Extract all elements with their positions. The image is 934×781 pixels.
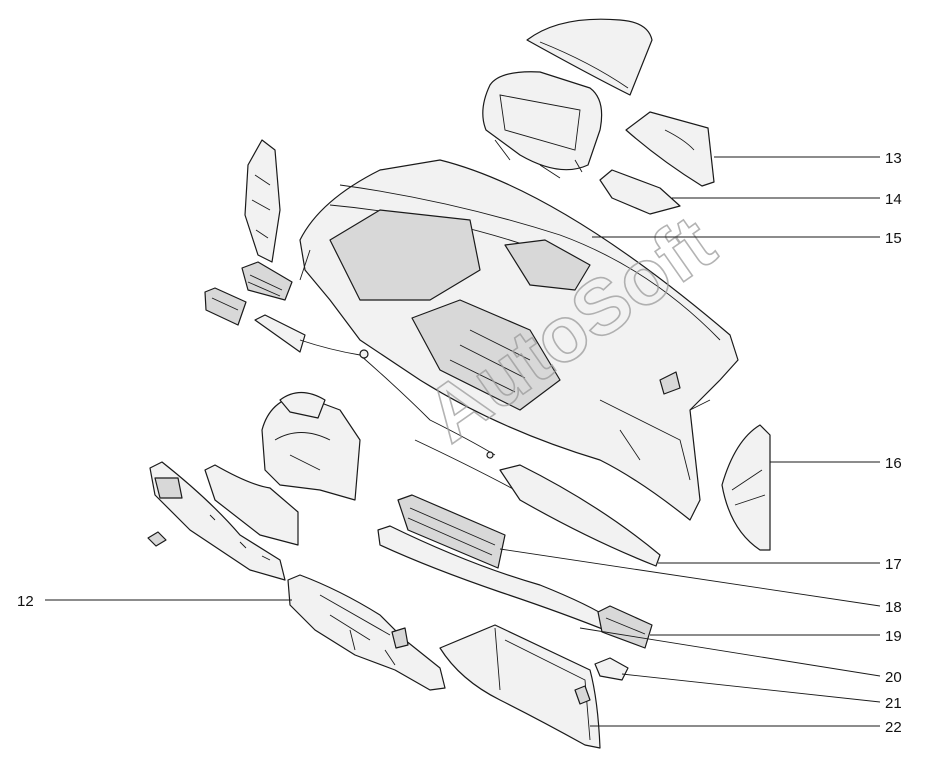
left-air-vent <box>241 261 293 301</box>
cluster-hood-frame <box>482 71 603 179</box>
center-lower-trim <box>414 439 661 567</box>
dashboard-main-panel <box>299 159 739 521</box>
a-pillar-trim <box>254 314 306 353</box>
lower-dash-bracket <box>287 574 446 691</box>
callout-13: 13 <box>885 150 902 167</box>
callout-labels: 12 13 14 15 16 17 18 19 20 21 22 <box>17 150 902 736</box>
driver-knee-bolster <box>204 464 299 546</box>
leader-18 <box>499 548 881 607</box>
callout-12: 12 <box>17 593 34 610</box>
small-clip-part <box>147 531 167 547</box>
lower-left-trim-strip <box>149 461 286 581</box>
callout-14: 14 <box>885 191 902 208</box>
callout-17: 17 <box>885 556 902 573</box>
callout-22: 22 <box>885 719 902 736</box>
cluster-rear-trim <box>625 111 715 187</box>
steering-column-shroud <box>261 391 361 501</box>
callout-15: 15 <box>885 230 902 247</box>
right-air-vent <box>597 605 653 649</box>
leader-20 <box>579 627 881 677</box>
callout-18: 18 <box>885 599 902 616</box>
center-vent-assembly <box>397 494 506 569</box>
callout-21: 21 <box>885 695 902 712</box>
callout-20: 20 <box>885 669 902 686</box>
cluster-glass-cover <box>526 18 653 96</box>
right-side-panel <box>721 424 771 551</box>
left-outer-vent <box>204 287 247 326</box>
cluster-lower-trim <box>599 169 681 215</box>
callout-16: 16 <box>885 455 902 472</box>
leader-21 <box>621 673 881 703</box>
left-side-panel <box>244 139 281 263</box>
callout-19: 19 <box>885 628 902 645</box>
leader-lines <box>45 156 881 727</box>
wiring-harness <box>299 339 496 459</box>
glove-box-damper <box>594 657 629 681</box>
glove-box <box>439 624 601 749</box>
